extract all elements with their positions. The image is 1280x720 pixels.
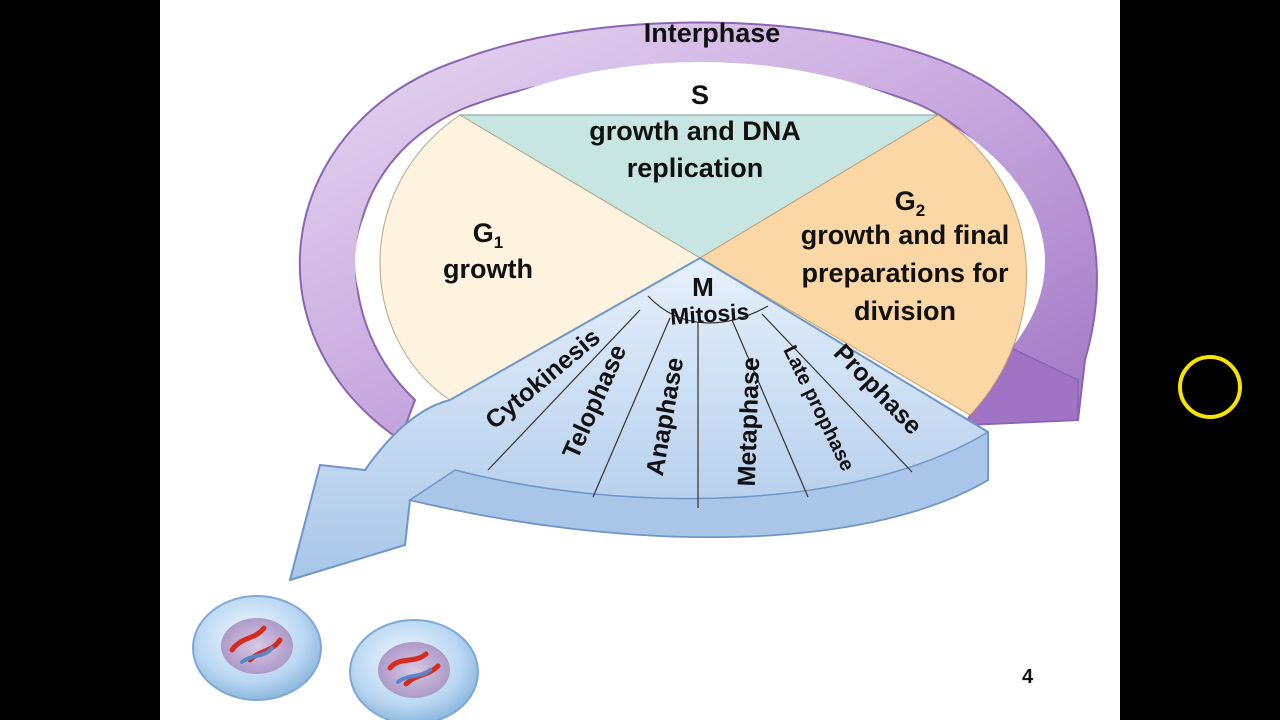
m-phase-title: M (692, 272, 714, 302)
interphase-label: Interphase (644, 18, 781, 48)
g2-phase-line3: division (854, 296, 956, 326)
g1-phase-title: G1 (473, 218, 503, 252)
daughter-cell-right (349, 619, 479, 720)
s-phase-line2: replication (627, 153, 764, 183)
mitosis-label: Mitosis (669, 298, 750, 329)
slide: Interphase S growth and DNA replication … (160, 0, 1120, 720)
g2-subscript: 2 (916, 201, 925, 220)
daughter-cell-left (192, 595, 322, 701)
g2-phase-sector (699, 114, 1027, 416)
stage-metaphase: Metaphase (733, 357, 765, 487)
g1-letter: G (473, 218, 494, 248)
s-phase-title: S (691, 80, 709, 110)
g1-phase-desc: growth (443, 254, 533, 284)
g2-phase-line1: growth and final (801, 220, 1010, 250)
mitosis-arrow (288, 256, 989, 582)
cursor-ring-icon (1178, 355, 1242, 419)
g2-phase-title: G2 (895, 186, 925, 220)
g1-phase-sector (379, 114, 701, 401)
interphase-arrow (298, 21, 1098, 442)
g1-subscript: 1 (494, 233, 503, 252)
cell-cycle-diagram: Interphase S growth and DNA replication … (192, 18, 1098, 720)
slide-number: 4 (1022, 666, 1034, 688)
g2-letter: G (895, 186, 916, 216)
g2-phase-line2: preparations for (801, 258, 1009, 288)
s-phase-line1: growth and DNA (589, 116, 800, 146)
